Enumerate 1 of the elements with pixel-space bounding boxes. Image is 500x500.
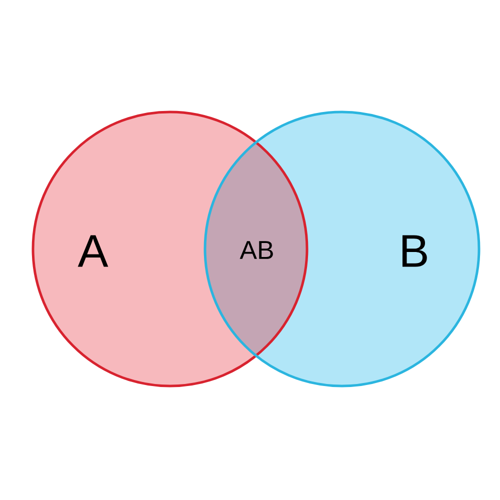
overlap-region: AB [240, 241, 273, 259]
